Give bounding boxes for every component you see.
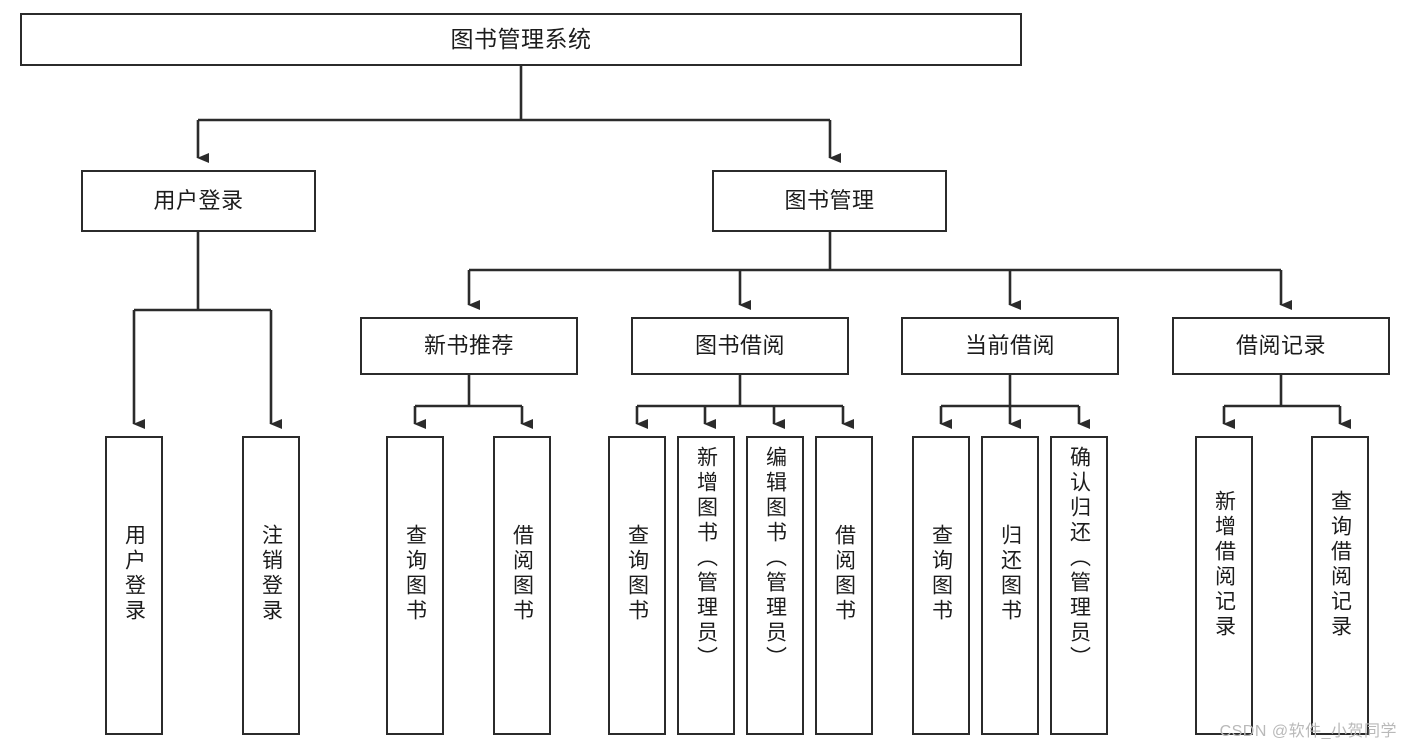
node-label: 用户登录 bbox=[153, 188, 244, 214]
node-leaf-query-book-3[interactable]: 查询图书 bbox=[912, 436, 970, 735]
node-leaf-add-book-admin[interactable]: 新增图书（管理员） bbox=[677, 436, 735, 735]
node-leaf-edit-book-admin[interactable]: 编辑图书（管理员） bbox=[746, 436, 804, 735]
node-book-management[interactable]: 图书管理 bbox=[712, 170, 947, 232]
node-leaf-user-login[interactable]: 用户登录 bbox=[105, 436, 163, 735]
node-label: 新书推荐 bbox=[423, 333, 514, 359]
node-borrow-record[interactable]: 借阅记录 bbox=[1172, 317, 1390, 375]
node-leaf-query-borrow-record[interactable]: 查询借阅记录 bbox=[1311, 436, 1369, 735]
node-label: 借阅图书 bbox=[832, 524, 856, 624]
node-new-book-recommend[interactable]: 新书推荐 bbox=[360, 317, 578, 375]
node-book-borrow[interactable]: 图书借阅 bbox=[631, 317, 849, 375]
node-label: 借阅记录 bbox=[1235, 333, 1326, 359]
node-label: 借阅图书 bbox=[510, 524, 534, 624]
node-label: 确认归还（管理员） bbox=[1067, 446, 1091, 671]
node-label: 新增图书（管理员） bbox=[694, 446, 718, 671]
node-label: 查询图书 bbox=[929, 524, 953, 624]
node-label: 注销登录 bbox=[259, 524, 283, 624]
node-label: 新增借阅记录 bbox=[1212, 490, 1236, 640]
watermark: CSDN @软件_小贺同学 bbox=[1219, 723, 1397, 740]
node-leaf-confirm-return-admin[interactable]: 确认归还（管理员） bbox=[1050, 436, 1108, 735]
node-label: 当前借阅 bbox=[964, 333, 1055, 359]
node-leaf-logout[interactable]: 注销登录 bbox=[242, 436, 300, 735]
node-label: 用户登录 bbox=[122, 524, 146, 624]
node-label: 查询图书 bbox=[625, 524, 649, 624]
node-user-login[interactable]: 用户登录 bbox=[81, 170, 316, 232]
node-leaf-add-borrow-record[interactable]: 新增借阅记录 bbox=[1195, 436, 1253, 735]
node-current-borrow[interactable]: 当前借阅 bbox=[901, 317, 1119, 375]
node-label: 查询借阅记录 bbox=[1328, 490, 1352, 640]
node-label: 图书管理 bbox=[784, 188, 875, 214]
node-leaf-return-book[interactable]: 归还图书 bbox=[981, 436, 1039, 735]
node-label: 图书管理系统 bbox=[450, 25, 592, 52]
node-label: 图书借阅 bbox=[694, 333, 785, 359]
node-label: 查询图书 bbox=[403, 524, 427, 624]
node-root-book-management-system[interactable]: 图书管理系统 bbox=[20, 13, 1022, 66]
node-leaf-borrow-book-1[interactable]: 借阅图书 bbox=[493, 436, 551, 735]
node-label: 编辑图书（管理员） bbox=[763, 446, 787, 671]
node-leaf-query-book-1[interactable]: 查询图书 bbox=[386, 436, 444, 735]
node-leaf-borrow-book-2[interactable]: 借阅图书 bbox=[815, 436, 873, 735]
node-leaf-query-book-2[interactable]: 查询图书 bbox=[608, 436, 666, 735]
node-label: 归还图书 bbox=[998, 524, 1022, 624]
